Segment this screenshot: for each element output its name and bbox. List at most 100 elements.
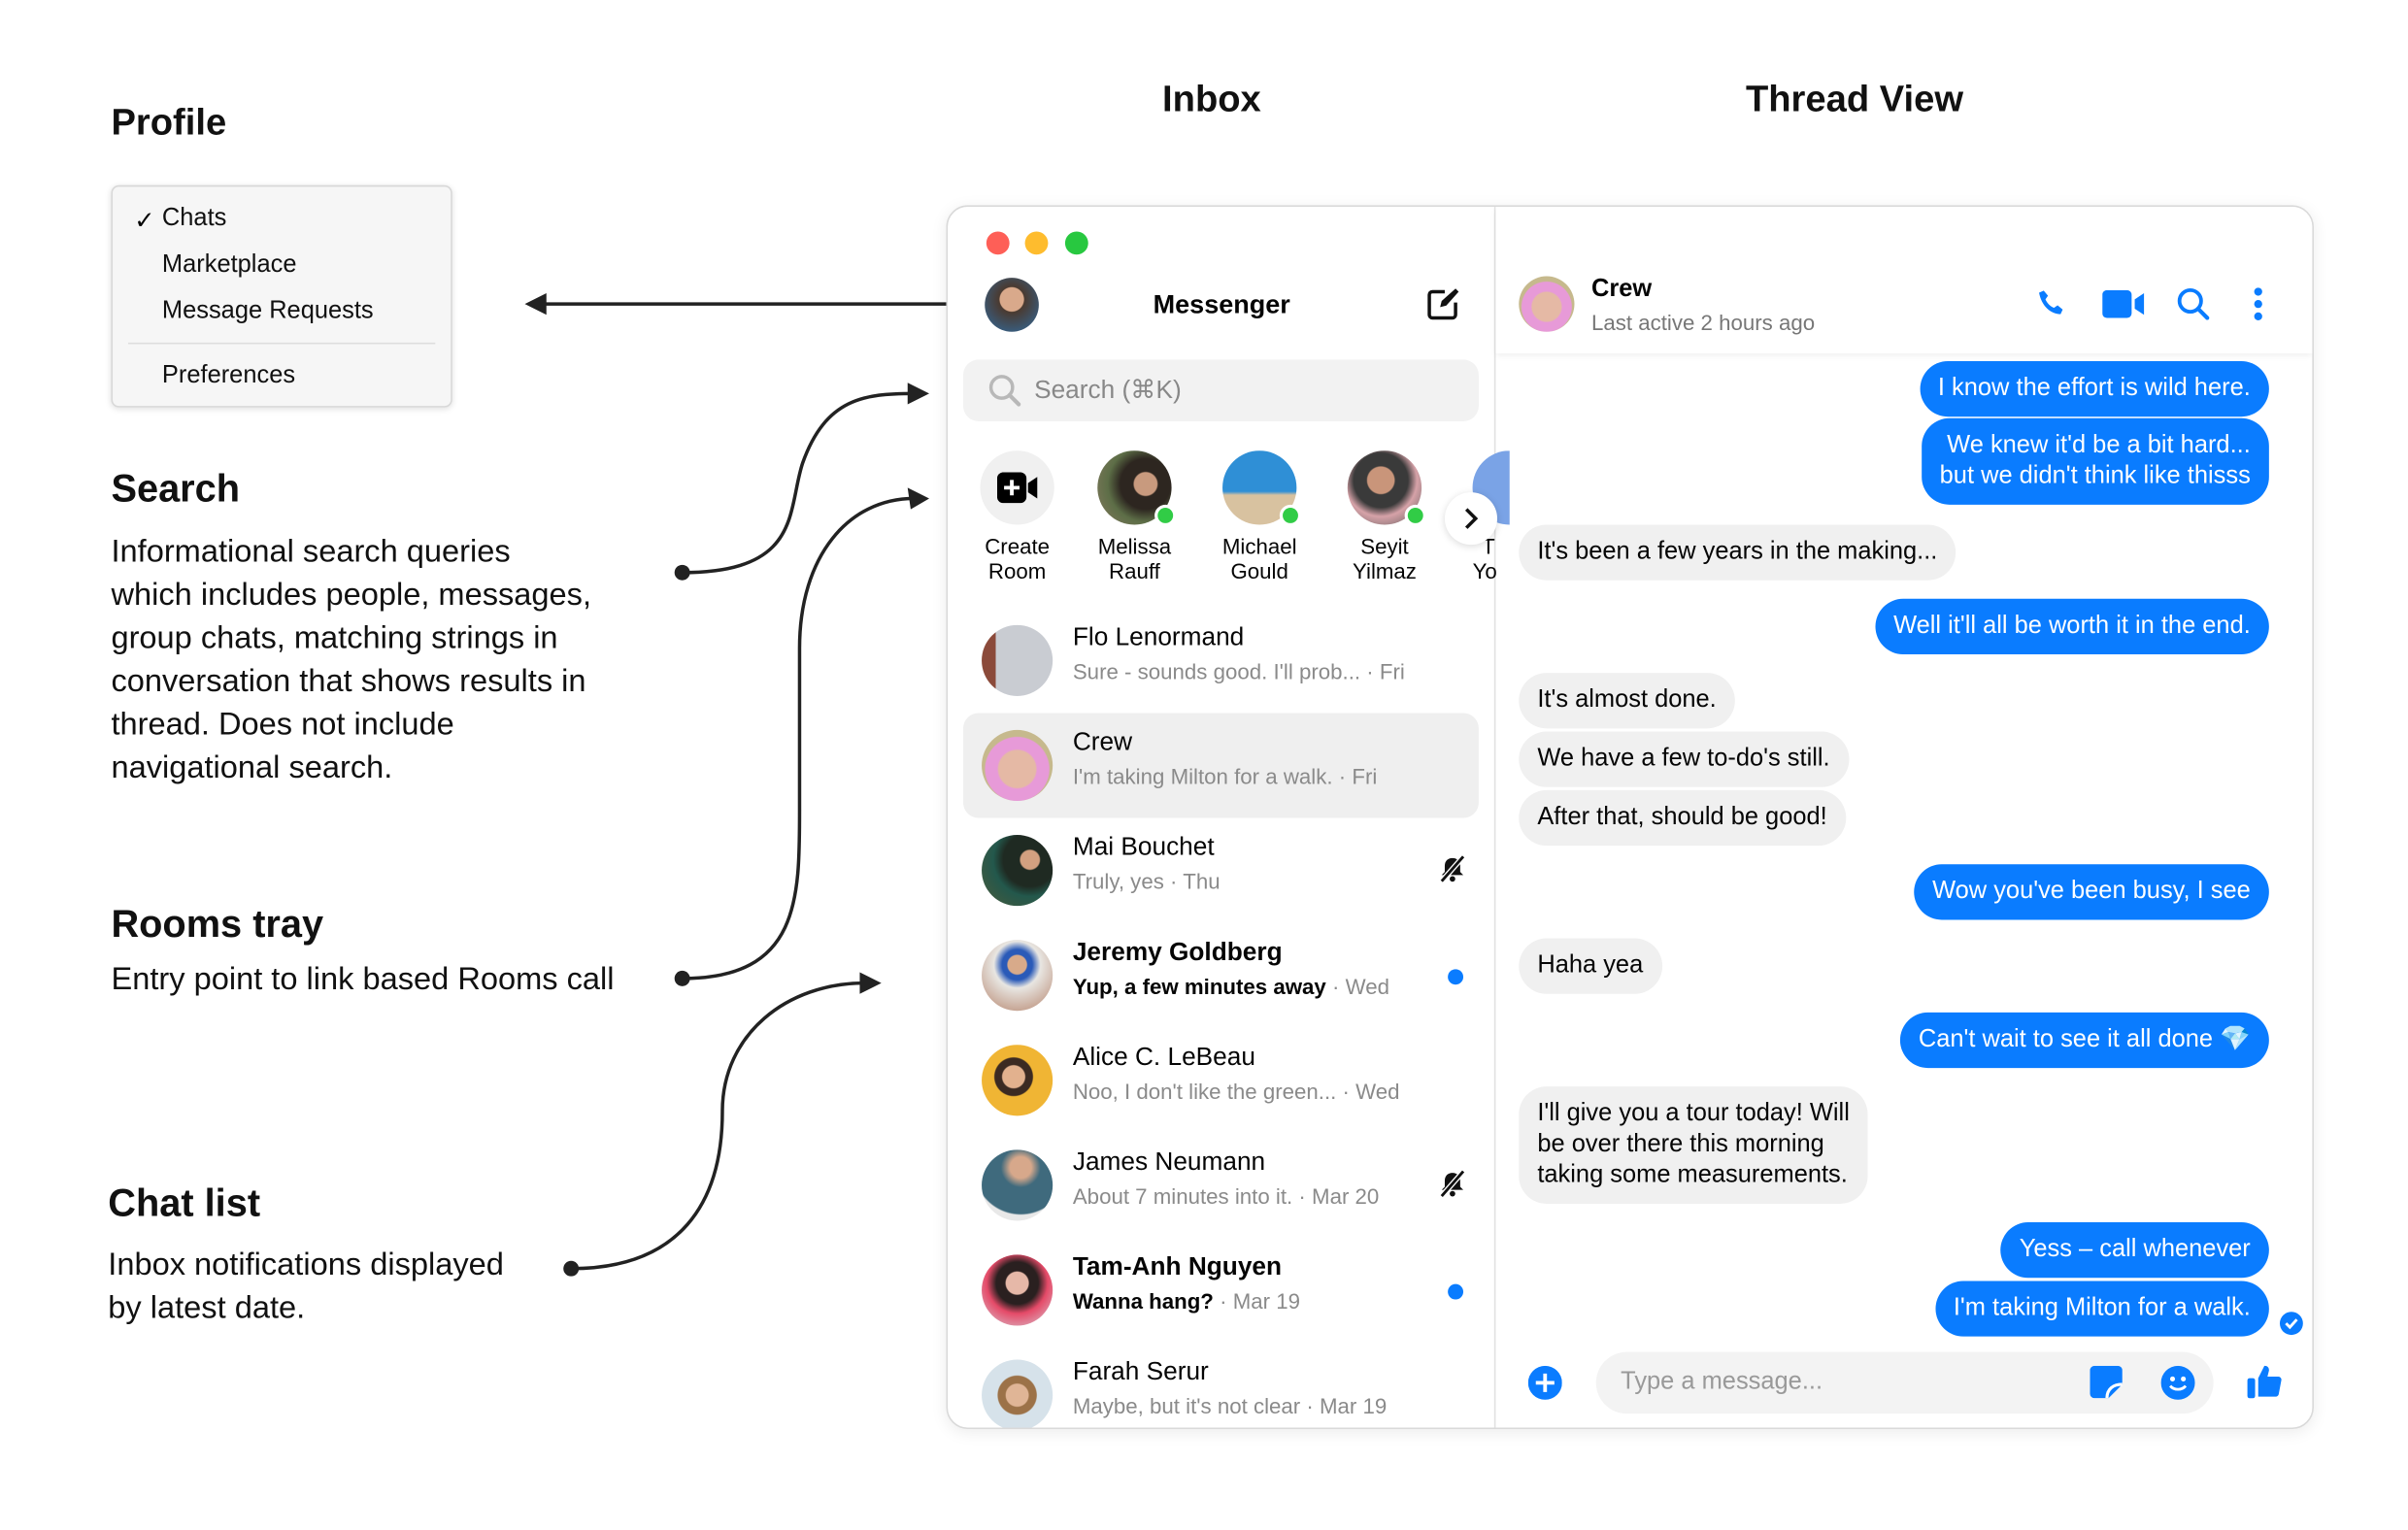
chat-row-farah[interactable]: Farah Serur Maybe, but it's not clear · …: [963, 1343, 1479, 1428]
chat-preview: Truly, yes · Thu: [1072, 869, 1221, 894]
annotation-chatlist-desc: Inbox notifications displayed by latest …: [108, 1244, 504, 1330]
chat-row-jeremy[interactable]: Jeremy Goldberg Yup, a few minutes away …: [963, 923, 1479, 1028]
inbox-title: Messenger: [1153, 289, 1290, 320]
message-bubble-sent: Can't wait to see it all done 💎: [1899, 1012, 2269, 1069]
pane-divider: [1493, 207, 1496, 1428]
add-attachment-icon[interactable]: [1527, 1365, 1562, 1400]
avatar: [1347, 450, 1426, 527]
message-placeholder: Type a message...: [1621, 1369, 1823, 1396]
desc-line: which includes people, messages,: [111, 577, 592, 614]
room-contact-melissa[interactable]: Melissa Rauff: [1073, 450, 1196, 583]
message-bubble-sent: We knew it'd be a bit hard... but we did…: [1921, 417, 2269, 505]
close-window-button[interactable]: [986, 231, 1010, 255]
chat-name: Crew: [1072, 728, 1133, 756]
chat-row-mai[interactable]: Mai Bouchet Truly, yes · Thu: [963, 818, 1479, 923]
search-input[interactable]: Search (⌘K): [962, 359, 1479, 421]
sticker-icon[interactable]: [2090, 1365, 2123, 1399]
desc-line: conversation that shows results in: [111, 663, 586, 700]
chat-preview: Yup, a few minutes away · Wed: [1072, 974, 1390, 999]
desc-line: navigational search.: [111, 749, 393, 786]
search-icon: [988, 375, 1021, 407]
profile-avatar[interactable]: [985, 278, 1039, 332]
unread-dot: [1448, 1283, 1464, 1300]
annotation-thread-title: Thread View: [1745, 79, 1964, 120]
annotation-chatlist-title: Chat list: [108, 1181, 261, 1226]
avatar: [982, 1359, 1054, 1428]
chat-name: Farah Serur: [1072, 1357, 1209, 1386]
room-contact-seyit[interactable]: Seyit Yilmaz: [1322, 450, 1446, 583]
annotation-search-desc: Informational search queries which inclu…: [111, 531, 591, 790]
avatar: [1097, 450, 1177, 527]
chatlist-arrow: [571, 981, 865, 1271]
chat-name: Tam-Anh Nguyen: [1072, 1252, 1283, 1281]
muted-bell-icon: [1439, 854, 1466, 883]
chat-preview: I'm taking Milton for a walk. · Fri: [1072, 763, 1378, 789]
chat-preview: Sure - sounds good. I'll prob... · Fri: [1072, 658, 1405, 684]
chat-row-tam-anh[interactable]: Tam-Anh Nguyen Wanna hang? · Mar 19: [963, 1238, 1479, 1343]
message-bubble-received: It's almost done.: [1519, 673, 1735, 729]
chat-row-james[interactable]: James Neumann About 7 minutes into it. ·…: [963, 1133, 1479, 1238]
video-plus-icon: [996, 472, 1038, 504]
rooms-arrow: [682, 496, 915, 981]
thread-header: Crew Last active 2 hours ago: [1495, 207, 2313, 354]
create-room-button[interactable]: Create Room: [955, 450, 1079, 583]
chat-preview: About 7 minutes into it. · Mar 20: [1072, 1183, 1380, 1209]
avatar: [982, 1149, 1054, 1221]
room-contact-michael[interactable]: Michael Gould: [1198, 450, 1321, 583]
message-bubble-sent: Well it'll all be worth it in the end.: [1874, 598, 2269, 655]
chat-preview: Wanna hang? · Mar 19: [1072, 1288, 1300, 1314]
emoji-icon[interactable]: [2160, 1365, 2195, 1400]
like-thumbs-up-icon[interactable]: [2246, 1363, 2283, 1400]
chat-name: Flo Lenormand: [1072, 623, 1245, 651]
chat-row-flo[interactable]: Flo Lenormand Sure - sounds good. I'll p…: [963, 608, 1479, 713]
annotation-profile-title: Profile: [111, 101, 227, 144]
phone-icon[interactable]: [2034, 287, 2068, 321]
desc-line: by latest date.: [108, 1289, 306, 1326]
search-arrow: [682, 391, 915, 575]
room-label: Gould: [1230, 558, 1288, 583]
online-indicator: [1279, 504, 1302, 527]
desc-line: group chats, matching strings in: [111, 620, 558, 656]
more-options-icon[interactable]: [2254, 287, 2263, 321]
search-thread-icon[interactable]: [2176, 287, 2210, 321]
video-call-icon[interactable]: [2102, 289, 2146, 318]
annotation-inbox-title: Inbox: [1162, 79, 1261, 120]
desc-line: Inbox notifications displayed: [108, 1247, 504, 1283]
menu-item-preferences[interactable]: Preferences: [161, 362, 296, 389]
create-room-circle: [980, 450, 1054, 525]
menu-divider: [127, 342, 436, 345]
annotation-rooms-desc: Entry point to link based Rooms call: [111, 961, 615, 997]
search-placeholder: Search (⌘K): [1034, 376, 1182, 405]
message-bubble-received: We have a few to-do's still.: [1519, 731, 1849, 787]
thread-status: Last active 2 hours ago: [1590, 310, 1816, 335]
messenger-window: Messenger Search (⌘K) Create Room Meliss…: [946, 205, 2314, 1430]
thread-avatar[interactable]: [1519, 276, 1575, 332]
message-bubble-received: After that, should be good!: [1519, 789, 1846, 847]
chat-preview: Noo, I don't like the green... · Wed: [1072, 1079, 1400, 1104]
avatar: [982, 1254, 1054, 1326]
room-label: Rauff: [1109, 558, 1160, 583]
message-bubble-sent: I'm taking Milton for a walk.: [1934, 1281, 2269, 1337]
room-label: Seyit: [1360, 534, 1409, 559]
zoom-window-button[interactable]: [1064, 231, 1088, 255]
online-indicator: [1154, 504, 1177, 527]
chevron-right-icon: [1464, 508, 1479, 529]
message-input[interactable]: Type a message...: [1595, 1351, 2214, 1414]
chat-row-crew[interactable]: Crew I'm taking Milton for a walk. · Fri: [962, 713, 1479, 818]
profile-menu: ✓ Chats Marketplace Message Requests Pre…: [111, 184, 452, 408]
avatar: [982, 835, 1054, 907]
menu-item-message-requests[interactable]: Message Requests: [161, 297, 374, 324]
menu-item-chats[interactable]: Chats: [161, 205, 227, 232]
room-label: Yo: [1472, 558, 1497, 583]
annotation-search-title: Search: [111, 467, 241, 512]
rooms-next-button[interactable]: [1444, 492, 1498, 546]
desc-line: thread. Does not include: [111, 707, 454, 743]
message-bubble-received: I'll give you a tour today! Will be over…: [1519, 1086, 1868, 1204]
menu-item-marketplace[interactable]: Marketplace: [161, 251, 297, 279]
compose-icon[interactable]: [1426, 287, 1460, 321]
chat-row-alice[interactable]: Alice C. LeBeau Noo, I don't like the gr…: [963, 1028, 1479, 1133]
message-bubble-received: Haha yea: [1519, 938, 1662, 994]
avatar: [982, 729, 1054, 802]
read-receipt-icon: [2279, 1312, 2303, 1336]
minimize-window-button[interactable]: [1024, 231, 1049, 255]
